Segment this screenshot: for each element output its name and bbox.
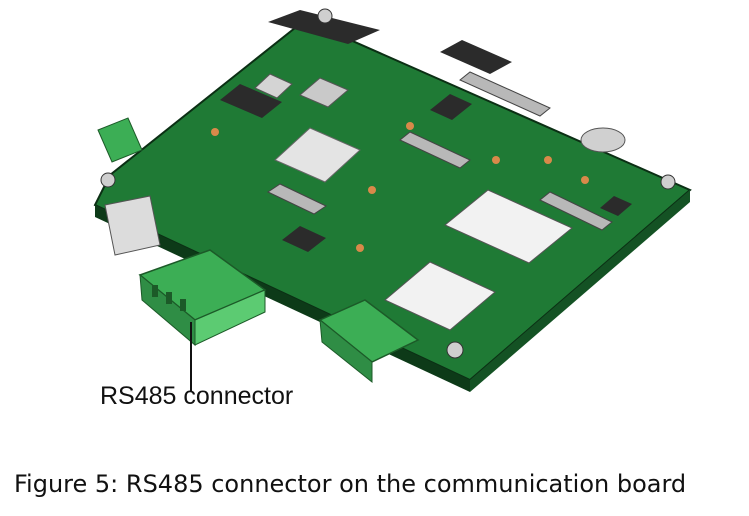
shield-module-2 [384, 261, 496, 331]
green-terminal-small [97, 117, 143, 163]
shield-module [444, 189, 573, 264]
ic [600, 196, 632, 216]
chip-small [299, 77, 349, 108]
figure-caption: Figure 5: RS485 connector on the communi… [14, 470, 687, 498]
pin-header [266, 183, 328, 215]
pin-header [459, 71, 551, 117]
ic [282, 226, 326, 252]
callout-label: RS485 connector [100, 382, 294, 410]
pin-header [539, 191, 613, 231]
processor-chip [274, 127, 361, 183]
ethernet-jack [104, 195, 161, 256]
rs485-connector [138, 249, 267, 347]
green-terminal-bottom [318, 299, 420, 384]
mounting-screws [100, 8, 676, 359]
top-header [268, 10, 380, 44]
ic [220, 84, 282, 118]
chip-small-2 [254, 73, 293, 99]
coin-cell [580, 127, 626, 153]
ic [430, 94, 472, 120]
top-header-2 [440, 40, 512, 74]
pin-header [399, 131, 471, 169]
pcb-edge-right [470, 190, 690, 392]
capacitors [211, 122, 589, 252]
